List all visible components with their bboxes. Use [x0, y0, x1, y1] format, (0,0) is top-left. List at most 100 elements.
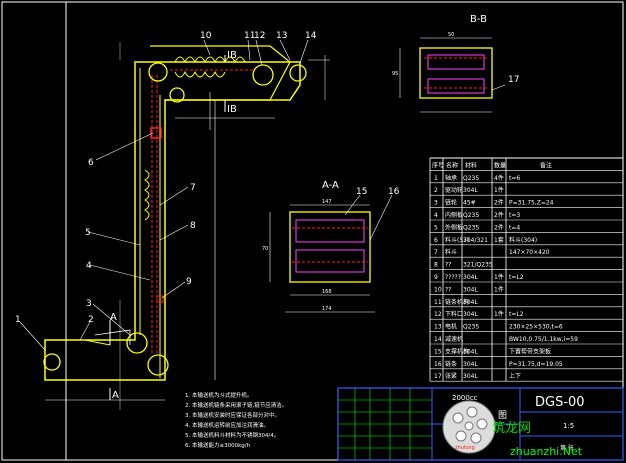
bom-cell-name: 支撑机构 [445, 347, 469, 355]
bom-cell-name: ?? [445, 286, 451, 293]
bom-cell-note: BW10,0.75/1.1kw,i=59 [509, 336, 578, 343]
bom-cell-no: 3 [434, 200, 438, 207]
bom-cell-note: t=3 [509, 212, 520, 219]
bom-cell-qty: 1件 [494, 310, 504, 318]
bom-cell-name: 链条 [445, 360, 457, 368]
bom-table-grid [429, 157, 624, 382]
bom-cell-name: ????? [445, 274, 461, 281]
callout-12: 12 [254, 31, 265, 41]
bom-cell-material: 45# [463, 200, 476, 207]
bom-cell-material: 304L [463, 187, 478, 194]
bom-cell-qty: 1件 [494, 285, 504, 293]
callout-3: 3 [86, 299, 92, 309]
bom-cell-material: Q235 [463, 212, 479, 219]
section-mark-ib-upper: IB [227, 50, 237, 61]
bom-header-cell: 数量 [494, 161, 506, 169]
watermark-zhulong: zhulong [455, 445, 475, 451]
bom-cell-note: 料斗(304) [509, 236, 537, 244]
drawing-scale: 1:5 [563, 422, 574, 430]
dim-70: 70 [262, 246, 268, 252]
bom-cell-qty: 1件 [494, 186, 504, 194]
bom-cell-name: 下料口 [445, 310, 463, 318]
callout-15: 15 [356, 187, 367, 197]
bom-cell-material: 304L [463, 286, 478, 293]
callout-16: 16 [388, 187, 400, 197]
bom-cell-no: 11 [434, 299, 442, 306]
bom-cell-no: 10 [434, 286, 442, 293]
bom-cell-note: P=31.75,Z=24 [509, 200, 554, 207]
bom-cell-note: t=L2 [509, 311, 524, 318]
callout-7: 7 [190, 183, 196, 193]
watermark-site: zhuanzhi.Net [510, 445, 583, 458]
bom-cell-material: 304L [463, 311, 478, 318]
bom-cell-note: 上下 [509, 372, 521, 380]
callout-11: 11 [244, 31, 255, 41]
bom-cell-material: 304L [463, 299, 478, 306]
bom-cell-material: Q235 [463, 175, 479, 182]
main-elevation-view [19, 39, 330, 410]
bom-cell-no: 15 [434, 348, 442, 355]
callout-17: 17 [508, 75, 519, 85]
title-block-grid [337, 387, 624, 461]
bom-cell-name: 链条机构 [445, 298, 469, 306]
bom-cell-name: 电机 [445, 323, 457, 331]
bom-cell-note: 230×25×530,t=6 [509, 324, 563, 331]
dim-147: 147 [322, 199, 332, 205]
dim-50: 50 [448, 32, 454, 38]
section-bb-title: B-B [470, 14, 487, 25]
bom-cell-note: 147×70×420 [509, 249, 550, 256]
callout-2: 2 [88, 315, 94, 325]
bom-cell-note: 下置帮带支架板 [509, 347, 551, 355]
bom-cell-qty: 2件 [494, 211, 504, 219]
bom-cell-qty: 1套 [494, 236, 504, 244]
technical-notes: 1. 本输送机为斗式提升机。 2. 本输送机链条采用滚子链,链节应清洁。 3. … [185, 391, 287, 449]
bom-cell-no: 2 [434, 187, 438, 194]
bom-cell-material: 304L [463, 373, 478, 380]
section-mark-ib-lower: IB [227, 104, 237, 115]
section-mark-a-lower: A [112, 390, 119, 401]
callout-4: 4 [86, 261, 92, 271]
note-line: 2. 本输送机链条采用滚子链,链节应清洁。 [185, 401, 287, 409]
callout-1: 1 [15, 315, 21, 325]
bom-cell-material: Q235 [463, 324, 479, 331]
bom-cell-name: 轴承 [445, 174, 457, 182]
dim-168: 168 [322, 289, 332, 295]
bom-cell-no: 8 [434, 262, 438, 269]
sheet-label: 第 张 [560, 444, 574, 452]
bom-cell-name: 外侧板 [445, 223, 463, 231]
bom-cell-name: 张紧 [445, 372, 457, 380]
bom-cell-no: 4 [434, 212, 438, 219]
bom-cell-qty: 2件 [494, 223, 504, 231]
bom-cell-no: 14 [434, 336, 442, 343]
bom-header-cell: 备注 [540, 161, 552, 169]
bom-cell-name: 链轮 [445, 199, 457, 207]
bom-cell-note: t=L2 [509, 274, 524, 281]
callout-6: 6 [88, 158, 94, 168]
product-name: 2000cc [452, 394, 478, 402]
bom-cell-no: 16 [434, 361, 442, 368]
callout-9: 9 [186, 277, 192, 287]
note-line: 5. 本输送机料斗材料为不锈钢304/4。 [185, 431, 279, 439]
bom-cell-name: 内侧板 [445, 211, 463, 219]
callout-13: 13 [276, 31, 287, 41]
bom-cell-material: 304L [463, 274, 478, 281]
watermark-logo-icon [442, 400, 496, 454]
section-mark-a-upper: A [110, 312, 117, 323]
bom-cell-note: t=4 [509, 224, 520, 231]
bom-cell-no: 5 [434, 224, 438, 231]
section-bb-view [399, 37, 506, 113]
bom-header-cell: 序号 [432, 161, 444, 169]
bom-cell-qty: 4件 [494, 174, 504, 182]
bom-cell-no: 9 [434, 274, 438, 281]
note-line: 4. 本输送机运转前应加注润滑油。 [185, 421, 269, 429]
bom-header-cell: 名称 [446, 161, 458, 169]
section-aa-view [269, 194, 393, 313]
bom-header-cell: 材料 [465, 161, 477, 169]
drawing-number: DGS-00 [535, 395, 585, 410]
bom-cell-name: 料斗 [445, 248, 457, 256]
dim-95: 95 [392, 71, 398, 77]
callout-10: 10 [200, 31, 212, 41]
